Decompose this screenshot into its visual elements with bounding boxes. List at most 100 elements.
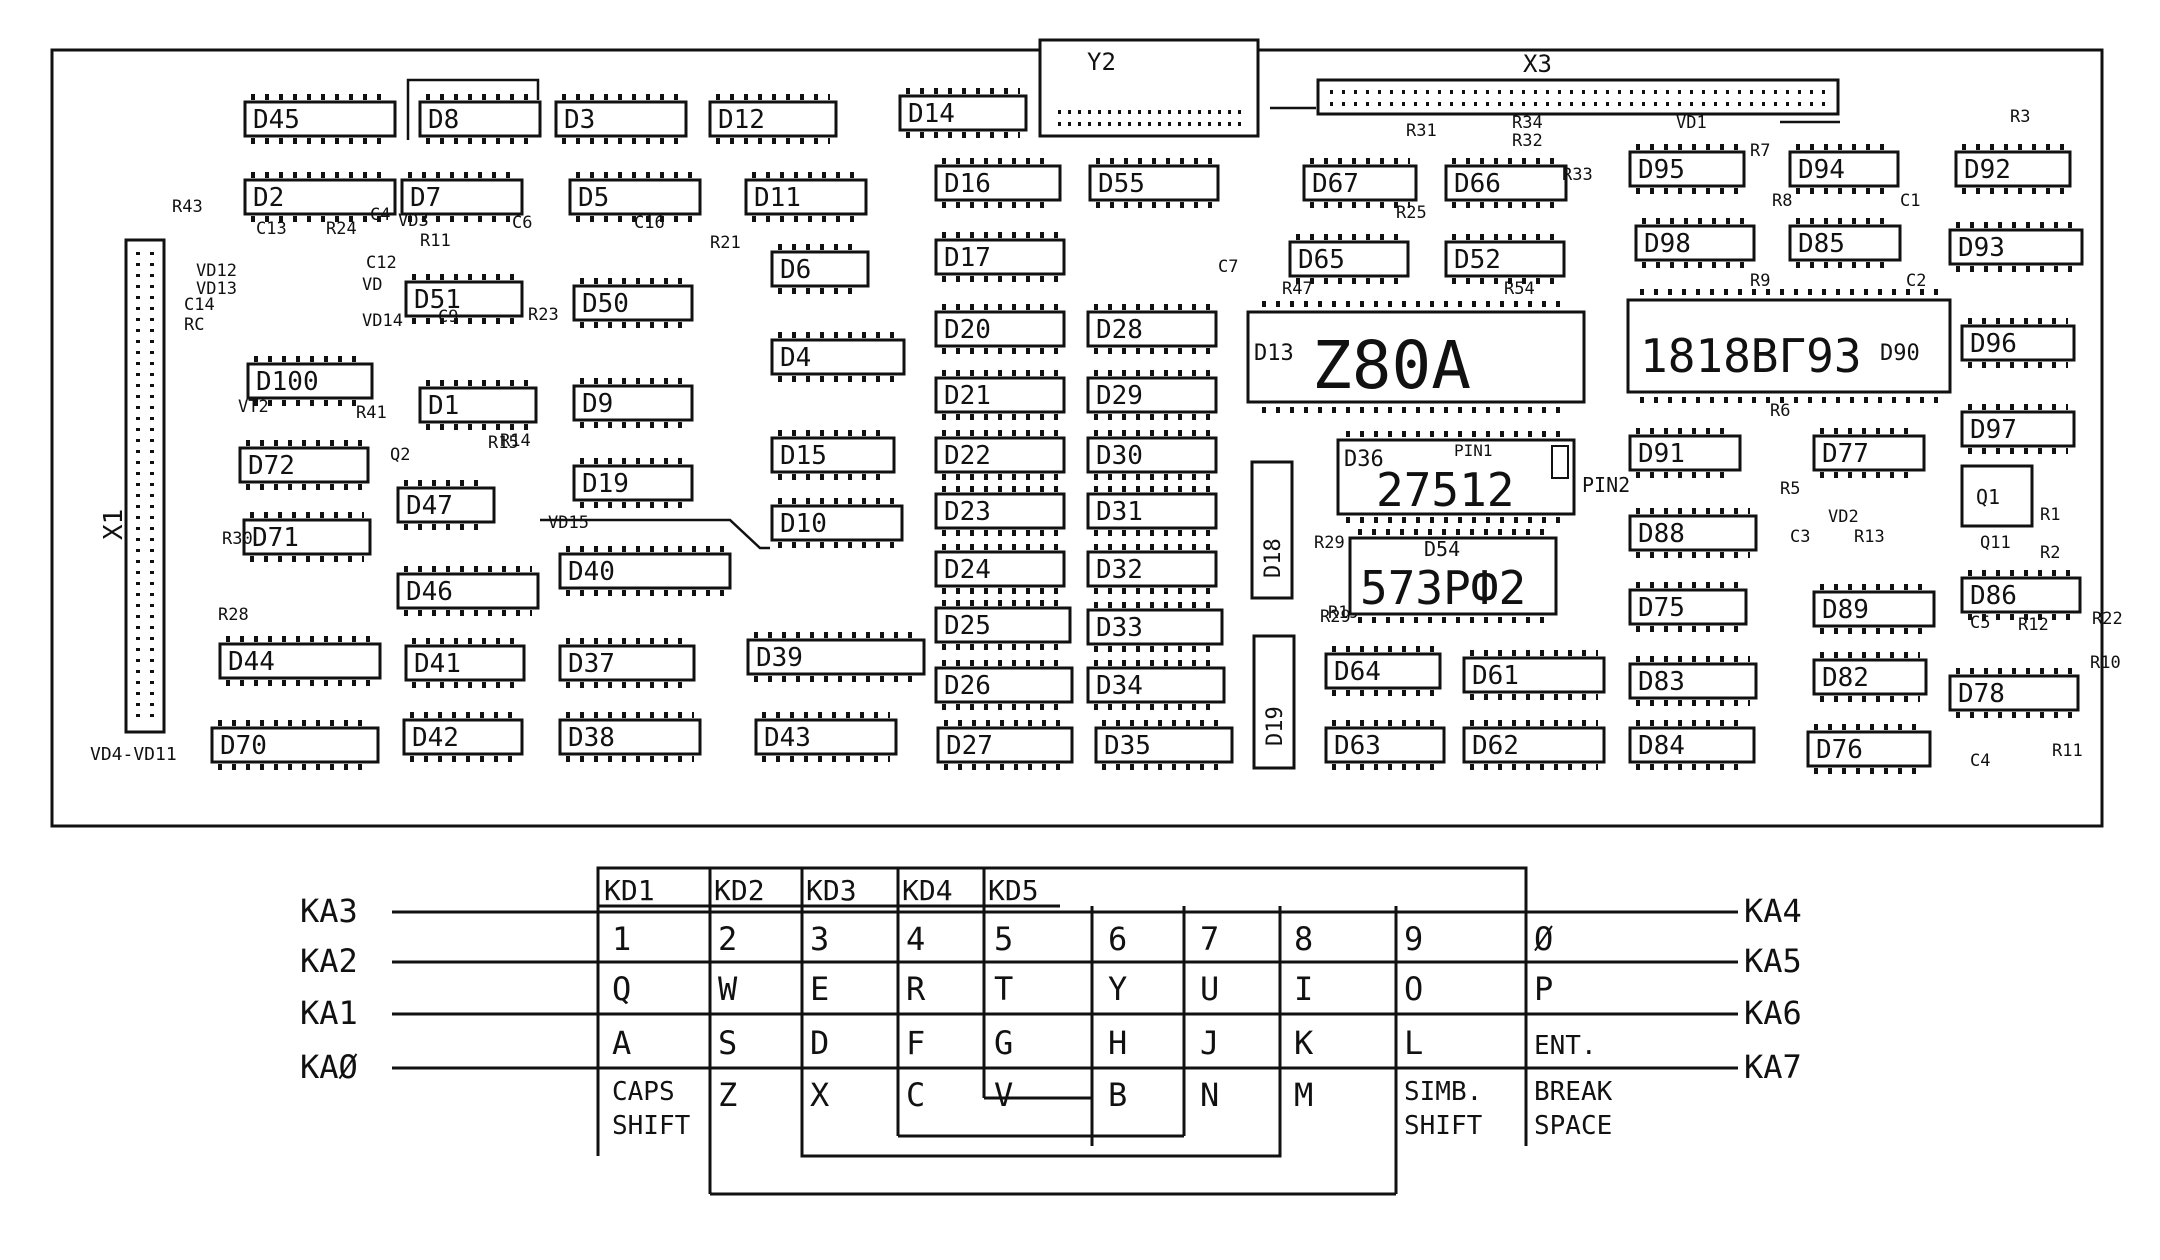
dip-chip: D96 bbox=[1960, 318, 2076, 368]
right-line-label: KA7 bbox=[1744, 1048, 1802, 1086]
passive-part: R3 bbox=[2010, 107, 2030, 127]
dip-chip-label: D43 bbox=[764, 723, 811, 753]
transistor-q1-label: Q1 bbox=[1976, 485, 2000, 509]
dip-chip-label: D11 bbox=[754, 183, 801, 213]
dip-chip-label: D72 bbox=[248, 451, 295, 481]
chip-1818vg93-label: 1818ВГ93 bbox=[1640, 329, 1862, 383]
passive-part: VD3 bbox=[398, 211, 429, 231]
key-label: S bbox=[718, 1024, 737, 1062]
dip-chip: D83 bbox=[1628, 656, 1758, 706]
dip-chip: D32 bbox=[1086, 544, 1218, 594]
dip-chip-label: D75 bbox=[1638, 593, 1685, 623]
dip-chip-label: D2 bbox=[253, 183, 284, 213]
key-label: B bbox=[1108, 1076, 1127, 1114]
dip-chip-label: D62 bbox=[1472, 731, 1519, 761]
passive-part-label: C3 bbox=[1790, 527, 1810, 547]
passive-part: R24 bbox=[326, 219, 357, 239]
passive-part-label: C2 bbox=[1906, 271, 1926, 291]
passive-part: C7 bbox=[1218, 257, 1238, 277]
passive-part-label: R31 bbox=[1406, 121, 1437, 141]
dip-chip-label: D25 bbox=[944, 611, 991, 641]
key-label: 8 bbox=[1294, 920, 1313, 958]
passive-part-label: R11 bbox=[420, 231, 451, 251]
dip-chip: D97 bbox=[1960, 404, 2076, 454]
passive-part-label: C9 bbox=[438, 307, 458, 327]
passive-part-label: R7 bbox=[1750, 141, 1770, 161]
right-line-label: KA5 bbox=[1744, 942, 1802, 980]
dip-chip-label: D93 bbox=[1958, 233, 2005, 263]
dip-chip: D23 bbox=[934, 486, 1066, 536]
passive-part-label: C5 bbox=[1970, 613, 1990, 633]
right-line-label: KA4 bbox=[1744, 892, 1802, 930]
dip-chip: D45 bbox=[243, 94, 397, 144]
dip-chip-label: D65 bbox=[1298, 245, 1345, 275]
key-label: 7 bbox=[1200, 920, 1219, 958]
key-label-line2: SHIFT bbox=[1404, 1111, 1483, 1141]
key-label: 1 bbox=[612, 920, 631, 958]
dip-chip: D70 bbox=[210, 720, 380, 770]
passive-part-label: R24 bbox=[326, 219, 357, 239]
passive-part-label: C14 bbox=[184, 295, 215, 315]
dip-chip-label: D10 bbox=[780, 509, 827, 539]
passive-part-label: R33 bbox=[1562, 165, 1593, 185]
dip-chip: D43 bbox=[754, 712, 898, 762]
passive-part: R11 bbox=[2052, 741, 2083, 761]
passive-part-label: R54 bbox=[1504, 279, 1535, 299]
dip-chip: D34 bbox=[1086, 660, 1226, 710]
passive-part-label: VD12 bbox=[196, 261, 237, 281]
connector-x3: X3 bbox=[1316, 50, 1840, 116]
dip-chip-label: D24 bbox=[944, 555, 991, 585]
key-label: Q bbox=[612, 970, 631, 1008]
passive-part-label: R3 bbox=[2010, 107, 2030, 127]
connector-x1: X1 bbox=[99, 238, 166, 734]
passive-part-label: C1 bbox=[1900, 191, 1920, 211]
dip-chip: D67 bbox=[1302, 158, 1418, 208]
dip-chip-label: D30 bbox=[1096, 441, 1143, 471]
dip-chip: D75 bbox=[1628, 582, 1748, 632]
passive-part-label: VD13 bbox=[196, 279, 237, 299]
dip-chip: D1 bbox=[418, 380, 538, 430]
passive-part: R25 bbox=[1396, 203, 1427, 223]
chip-d18-label: D18 bbox=[1261, 538, 1286, 578]
key-label: U bbox=[1200, 970, 1219, 1008]
passive-part-label: VD1 bbox=[1676, 113, 1707, 133]
passive-part: R7 bbox=[1750, 141, 1770, 161]
dip-chip-label: D86 bbox=[1970, 581, 2017, 611]
dip-chip-label: D31 bbox=[1096, 497, 1143, 527]
passive-part: R10 bbox=[2090, 653, 2121, 673]
dip-chip: D61 bbox=[1462, 650, 1606, 700]
passive-part: R41 bbox=[356, 403, 387, 423]
passive-part: R34 bbox=[1512, 113, 1543, 133]
transistor-q1: Q1 bbox=[1960, 464, 2034, 528]
passive-part-label: C13 bbox=[256, 219, 287, 239]
chip-z80a-label: Z80A bbox=[1312, 327, 1471, 404]
dip-chip-label: D19 bbox=[582, 469, 629, 499]
passive-part-label: C4 bbox=[370, 205, 390, 225]
dip-chip: D78 bbox=[1948, 668, 2080, 718]
passive-part: R8 bbox=[1772, 191, 1792, 211]
chip-27512: D36 PIN1 27512 PIN2 bbox=[1336, 431, 1630, 523]
passive-part: R29 bbox=[1314, 533, 1345, 553]
dip-chip: D17 bbox=[934, 232, 1066, 282]
dip-chip: D19 bbox=[572, 458, 694, 508]
passive-part: R23 bbox=[528, 305, 559, 325]
key-label: Z bbox=[718, 1076, 737, 1114]
key-label: Y bbox=[1108, 970, 1127, 1008]
chip-27512-pin2: PIN2 bbox=[1582, 473, 1630, 497]
dip-chip: D30 bbox=[1086, 430, 1218, 480]
dip-chip: D9 bbox=[572, 378, 694, 428]
dip-chip: D52 bbox=[1444, 234, 1566, 284]
dip-chip-label: D42 bbox=[412, 723, 459, 753]
passive-part: R21 bbox=[710, 233, 741, 253]
dip-chip: D11 bbox=[744, 172, 868, 222]
passive-part-label: C7 bbox=[1218, 257, 1238, 277]
key-label: F bbox=[906, 1024, 925, 1062]
key-label: D bbox=[810, 1024, 829, 1062]
dip-chip: D14 bbox=[898, 88, 1028, 138]
passive-part-label: VD14 bbox=[362, 311, 403, 331]
key-label: 5 bbox=[994, 920, 1013, 958]
passive-part: Q2 bbox=[390, 445, 410, 465]
dip-chip-label: D94 bbox=[1798, 155, 1845, 185]
